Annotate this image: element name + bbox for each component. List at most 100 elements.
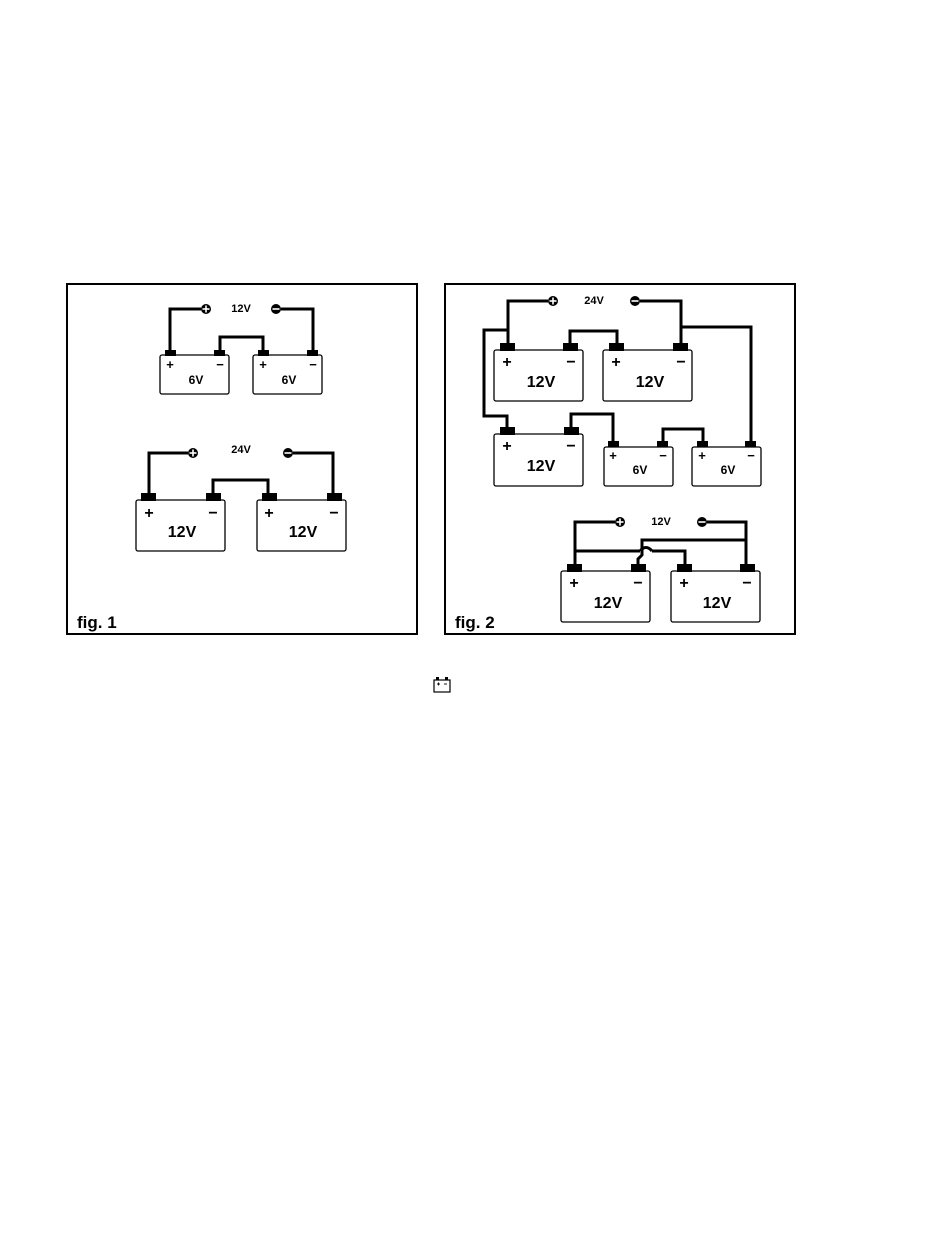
wire [220,337,263,352]
positive-terminal [567,564,582,572]
output-voltage-label: 24V [231,444,251,456]
plus-sign: + [259,357,267,372]
positive-output-icon [201,304,211,314]
negative-terminal [307,350,318,356]
plus-sign: + [166,357,174,372]
positive-terminal [609,343,624,351]
wire [707,522,746,565]
battery: + − 6V [692,441,761,486]
battery-icon [434,677,450,692]
positive-terminal [141,493,156,501]
minus-sign: − [747,448,755,463]
negative-output-icon [283,448,293,458]
battery: + − 6V [160,350,229,394]
wire [652,551,685,565]
positive-terminal [500,343,515,351]
battery: + − 6V [253,350,322,394]
battery: + − 12V [671,564,760,622]
plus-sign: + [611,354,620,371]
battery: + − 12V [494,343,583,401]
minus-sign: − [309,357,317,372]
positive-terminal [500,427,515,435]
positive-terminal [262,493,277,501]
minus-sign: − [659,448,667,463]
battery-voltage-label: 12V [289,524,318,541]
battery: + − 12V [561,564,650,622]
plus-sign: + [502,438,511,455]
positive-terminal [677,564,692,572]
fig1-circuit-24v: + − 12V + − 12V 24V [136,444,346,551]
wire [149,453,188,494]
negative-terminal [327,493,342,501]
wire [170,309,201,352]
positive-output-icon [188,448,198,458]
negative-terminal [673,343,688,351]
fig2-circuit-12v: + − 12V + − 12V 12V [561,516,760,622]
battery: + − 12V [494,427,583,486]
fig2-panel: + − 12V + − 12V + − 12V [445,284,795,634]
battery: + − 12V [257,493,346,551]
wire [508,301,548,344]
output-voltage-label: 12V [231,303,251,315]
battery-voltage-label: 6V [189,373,204,387]
wire [570,331,617,344]
negative-terminal [563,343,578,351]
output-voltage-label: 24V [584,295,604,307]
plus-sign: + [698,448,706,463]
battery: + − 6V [604,441,673,486]
wires [170,309,313,352]
negative-terminal [564,427,579,435]
minus-sign: − [208,505,217,522]
fig2-circuit-24v: + − 12V + − 12V + − 12V [484,295,761,486]
negative-terminal [631,564,646,572]
wire [663,429,703,442]
battery-voltage-label: 12V [636,374,665,391]
wire [281,309,313,352]
negative-terminal [740,564,755,572]
battery-voltage-label: 12V [703,595,732,612]
positive-output-icon [548,296,558,306]
negative-output-icon [271,304,281,314]
plus-sign: + [264,505,273,522]
output-voltage-label: 12V [651,516,671,528]
minus-sign: − [329,505,338,522]
negative-terminal [657,441,668,447]
minus-sign: − [742,575,751,592]
battery-voltage-label: 6V [282,373,297,387]
battery-voltage-label: 12V [527,374,556,391]
plus-sign: + [569,575,578,592]
minus-sign: − [566,438,575,455]
wires [149,453,333,494]
positive-output-icon [615,517,625,527]
minus-sign: − [216,357,224,372]
plus-sign: + [679,575,688,592]
negative-terminal [214,350,225,356]
minus-sign: − [633,575,642,592]
wire [640,301,681,344]
positive-terminal [258,350,269,356]
battery: + − 12V [603,343,692,401]
wire [293,453,333,494]
negative-output-icon [697,517,707,527]
battery-voltage-label: 6V [721,463,736,477]
minus-sign: − [676,354,685,371]
fig1-panel: + − 6V + − 6V 12V [67,284,417,634]
positive-terminal [165,350,176,356]
battery-voltage-label: 6V [633,463,648,477]
positive-terminal [697,441,708,447]
minus-sign: − [566,354,575,371]
fig1-caption: fig. 1 [77,613,117,632]
fig1-circuit-12v: + − 6V + − 6V 12V [160,303,322,394]
battery: + − 12V [136,493,225,551]
wire [213,480,268,494]
plus-sign: + [502,354,511,371]
positive-terminal [608,441,619,447]
wires [575,522,746,565]
negative-terminal [745,441,756,447]
fig2-caption: fig. 2 [455,613,495,632]
battery-voltage-label: 12V [527,458,556,475]
plus-sign: + [609,448,617,463]
negative-terminal [206,493,221,501]
wire [575,522,615,565]
